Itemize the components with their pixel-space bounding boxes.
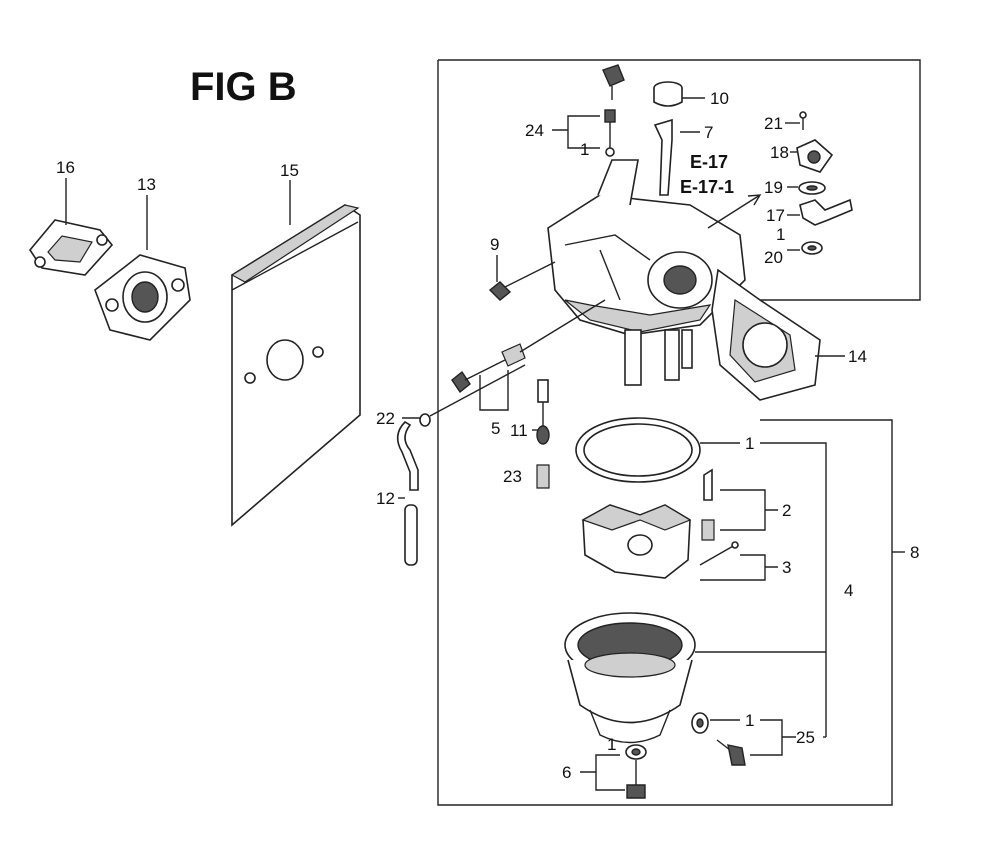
pin-3 (699, 541, 739, 566)
callout-7: 7 (704, 123, 713, 142)
callout-17: 17 (766, 206, 785, 225)
assembly-frame (437, 60, 893, 806)
cap-10 (653, 81, 683, 107)
callout-8: 8 (910, 543, 919, 562)
leader-25 (750, 719, 796, 756)
washer-20 (801, 241, 823, 255)
callout-4: 4 (844, 581, 853, 600)
o-ring (575, 417, 701, 483)
drain-screw-25 (716, 739, 746, 766)
reference-e17-1: E-17-1 (680, 177, 734, 197)
float-valve-2 (701, 468, 715, 541)
callout-1-drain: 1 (745, 711, 754, 730)
callout-1-bolt: 1 (607, 735, 616, 754)
callout-24: 24 (525, 121, 544, 140)
callout-16: 16 (56, 158, 75, 177)
leader-1-to-4 (760, 442, 827, 585)
leader-2 (720, 489, 778, 531)
callout-22: 22 (376, 409, 395, 428)
leader-24 (552, 115, 600, 149)
callout-19: 19 (764, 178, 783, 197)
leader-6 (580, 754, 625, 791)
pin-21 (799, 111, 807, 130)
callout-15: 15 (280, 161, 299, 180)
leader-5 (479, 370, 509, 411)
leader-ref-arrow (747, 194, 762, 206)
lever-18 (796, 139, 834, 173)
screw-top (602, 64, 625, 100)
insulator-13 (94, 254, 191, 341)
bracket-7 (653, 118, 673, 196)
bolt-6 (626, 760, 646, 799)
callout-12: 12 (376, 489, 395, 508)
callout-21: 21 (764, 114, 783, 133)
plate-15 (230, 204, 361, 527)
pin-22 (419, 413, 431, 427)
screw-5 (451, 299, 606, 394)
leader-22b (429, 364, 526, 417)
gasket-16 (29, 219, 114, 276)
figure-title: FIG B (190, 65, 297, 109)
callout-14: 14 (848, 347, 867, 366)
leader-3 (700, 554, 778, 581)
callout-3: 3 (782, 558, 791, 577)
nut-17 (799, 198, 853, 226)
float-bowl (564, 612, 696, 744)
washer-drain (691, 712, 709, 734)
callout-2: 2 (782, 501, 791, 520)
screw-9 (488, 261, 556, 301)
callout-10: 10 (710, 89, 729, 108)
gasket-14 (711, 268, 821, 401)
reference-e17: E-17 (690, 152, 728, 172)
float (581, 504, 692, 579)
callout-9: 9 (490, 235, 499, 254)
spring-23 (536, 464, 550, 489)
callout-1-washer: 1 (776, 225, 785, 244)
screw-24 (604, 109, 616, 157)
callout-11: 11 (510, 421, 528, 440)
tube-12 (396, 420, 419, 566)
callout-5: 5 (491, 419, 500, 438)
callout-23: 23 (503, 467, 522, 486)
washer-19 (798, 181, 826, 195)
callout-6: 6 (562, 763, 571, 782)
callout-1-screw: 1 (580, 140, 589, 159)
washer-bolt (625, 744, 647, 760)
callout-18: 18 (770, 143, 789, 162)
callout-20: 20 (764, 248, 783, 267)
callout-25: 25 (796, 728, 815, 747)
needle-11 (536, 379, 550, 445)
callout-13: 13 (137, 175, 156, 194)
callout-1-oring: 1 (745, 434, 754, 453)
leader-ref (707, 194, 761, 229)
